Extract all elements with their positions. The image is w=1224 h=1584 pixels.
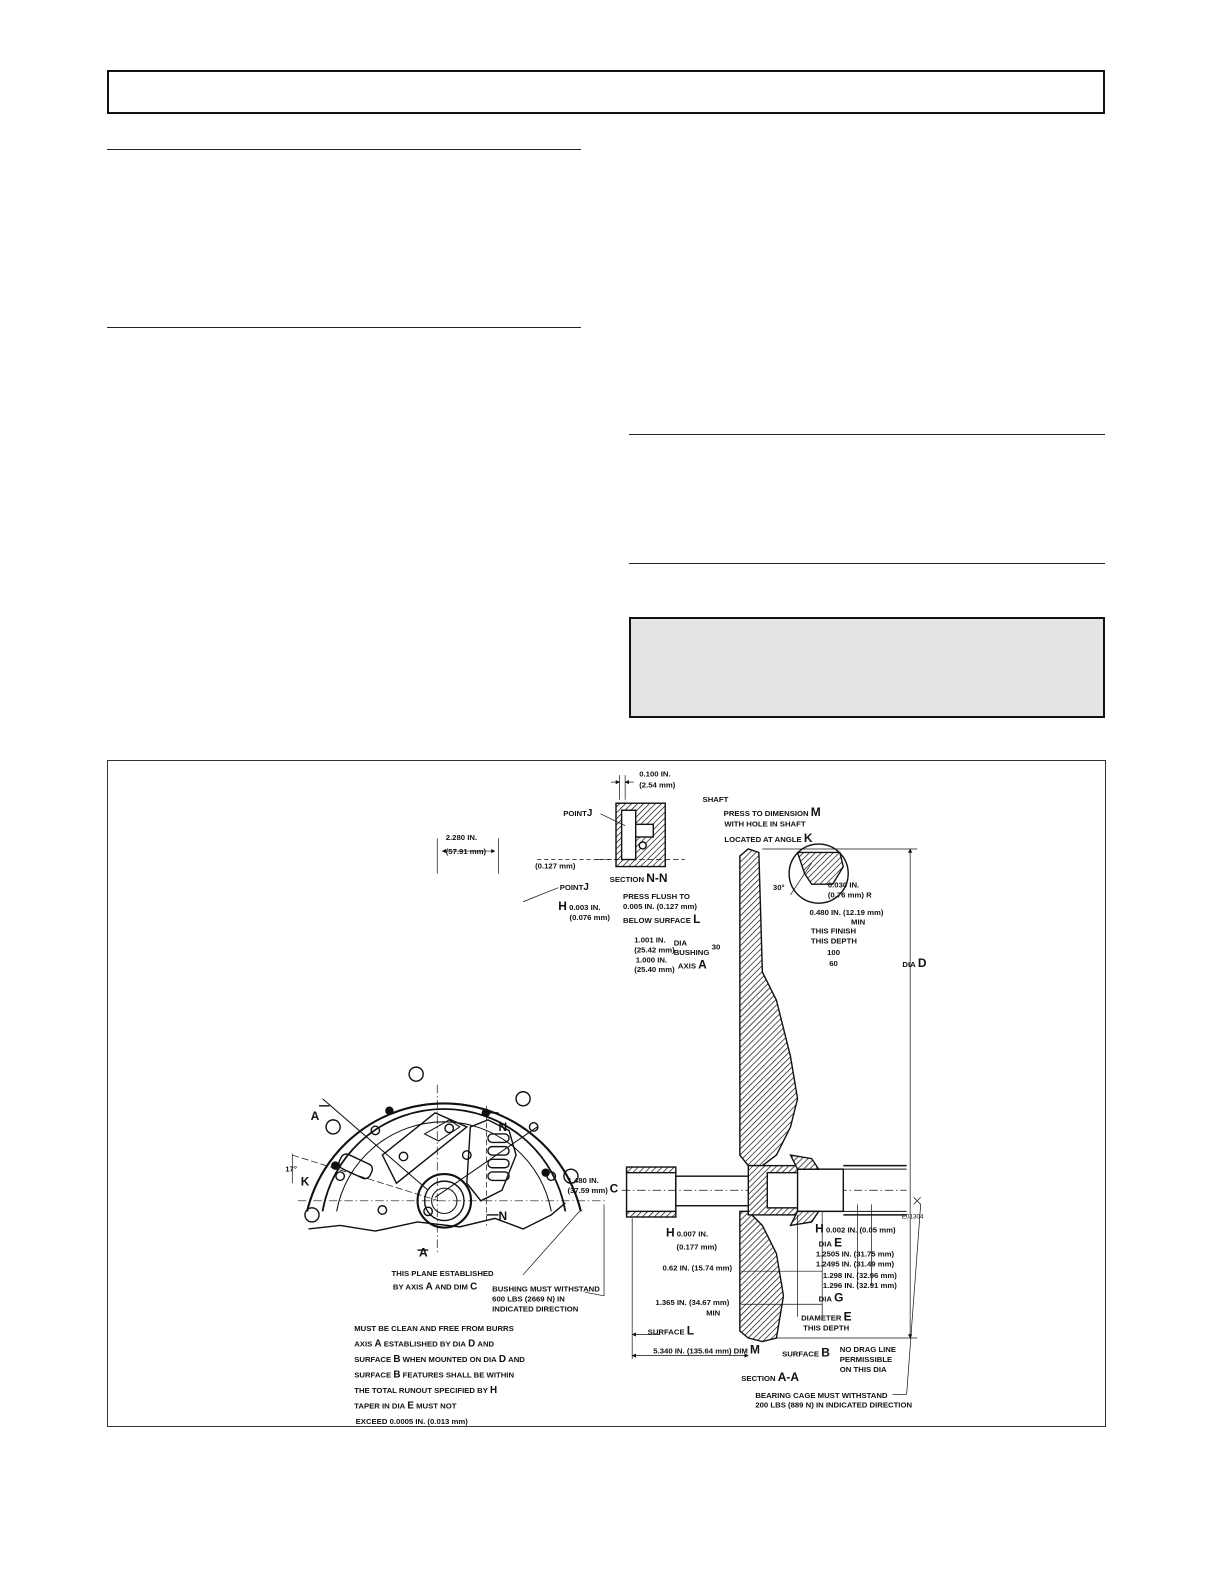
permissible-label: PERMISSIBLE: [840, 1355, 892, 1364]
note-line-6: TAPER IN DIA E MUST NOT: [354, 1400, 457, 1411]
h-0003-label: H 0.003 IN.: [558, 899, 600, 913]
dim-1480-label: 1.480 IN.: [567, 1176, 598, 1185]
min-label: MIN: [851, 917, 866, 926]
note-line-3: SURFACE B WHEN MOUNTED ON DIA D AND: [354, 1354, 525, 1365]
surface-l-label: SURFACE L: [648, 1324, 694, 1338]
section-rule: [107, 149, 581, 150]
note-line-4: SURFACE B FEATURES SHALL BE WITHIN: [354, 1369, 514, 1380]
h-0076-label: (0.076 mm): [570, 913, 611, 922]
section-rule: [629, 563, 1105, 564]
dim-0480-label: 0.480 IN. (12.19 mm): [810, 908, 884, 917]
dia-g-label: DIA G: [819, 1290, 844, 1304]
dim-5340-label: 5.340 IN. (135.64 mm) DIM M: [653, 1343, 760, 1357]
dim-1298-label: 1.298 IN. (32.96 mm): [823, 1271, 897, 1280]
note-line-7: EXCEED 0.0005 IN. (0.013 mm): [356, 1417, 469, 1426]
angle-17-label: 17°: [285, 1164, 297, 1173]
axis-a-label: AXIS A: [678, 958, 707, 972]
section-rule: [629, 434, 1105, 435]
dim-3759-label: (37.59 mm): [567, 1186, 608, 1195]
finish-60-label: 60: [829, 959, 838, 968]
h-0177-label: (0.177 mm): [677, 1242, 718, 1251]
dim-254-label: (2.54 mm): [639, 781, 676, 790]
press-flush-val-label: 0.005 IN. (0.127 mm): [623, 902, 697, 911]
figure-id-label: E01304: [902, 1213, 924, 1220]
dia-e-label: DIA E: [819, 1236, 842, 1250]
dim-2540-label: (25.40 mm): [634, 965, 675, 974]
on-this-dia-label: ON THIS DIA: [840, 1365, 887, 1374]
section-n-marker-top: N: [498, 1120, 507, 1134]
surface-b-label: SURFACE B: [782, 1345, 830, 1359]
indicated-direction-label: INDICATED DIRECTION: [492, 1304, 579, 1313]
left-labels: 2.280 IN. (57.91 mm) A A N N 17° K 1.480…: [285, 833, 636, 1313]
dim-1000-label: 1.000 IN.: [636, 955, 667, 964]
bushing-label: BUSHING: [674, 948, 710, 957]
section-a-marker-top: A: [311, 1109, 320, 1123]
section-nn-label: SECTION N-N: [610, 871, 668, 885]
section-aa-view: [621, 843, 921, 1360]
k-label-left: K: [301, 1174, 310, 1188]
section-aa-labels: SHAFT PRESS TO DIMENSION M WITH HOLE IN …: [634, 795, 927, 1410]
located-angle-label: LOCATED AT ANGLE K: [724, 831, 813, 845]
section-nn-labels: 0.100 IN. (2.54 mm) POINTJ SECTION N-N P…: [522, 769, 700, 926]
press-flush-label: PRESS FLUSH TO: [623, 892, 690, 901]
page-header-box: [107, 70, 1105, 114]
dim-12495-label: 1.2495 IN. (31.49 mm): [816, 1259, 895, 1268]
dim-c-label: C: [610, 1181, 619, 1195]
note-box: [629, 617, 1105, 718]
section-rule: [107, 327, 581, 328]
dim-2542-label: (25.42 mm): [634, 945, 675, 954]
section-a-marker-bottom: A: [419, 1245, 428, 1259]
figure-frame: 2.280 IN. (57.91 mm) A A N N 17° K 1.480…: [107, 760, 1106, 1427]
dia-d-label: DIA D: [902, 956, 926, 970]
section-nn-view: [597, 775, 685, 868]
dim-1001-label: 1.001 IN.: [634, 936, 665, 945]
technical-drawing: 2.280 IN. (57.91 mm) A A N N 17° K 1.480…: [285, 769, 927, 1426]
dim-0030-label: 0.030 IN.: [828, 881, 859, 890]
diameter-e-label: DIAMETER E: [801, 1309, 852, 1323]
h-0007-label: H 0.007 IN.: [666, 1226, 708, 1240]
angle-30-label: 30°: [773, 883, 785, 892]
bushing-withstand-label: BUSHING MUST WITHSTAND: [492, 1285, 600, 1294]
notes-block: MUST BE CLEAN AND FREE FROM BURRS AXIS A…: [354, 1324, 525, 1426]
finish-100-label: 100: [827, 948, 840, 957]
dim-0127-top-label: (0.127 mm): [535, 862, 576, 871]
by-axis-label: BY AXIS A AND DIM C: [393, 1281, 477, 1292]
finish-30-label: 30: [712, 943, 721, 952]
this-depth2-label: THIS DEPTH: [803, 1323, 849, 1332]
bearing-200-label: 200 LBS (889 N) IN INDICATED DIRECTION: [755, 1401, 912, 1410]
point-j-top-label: POINTJ: [563, 808, 592, 819]
dim-0100-label: 0.100 IN.: [639, 769, 670, 778]
press-to-dim-label: PRESS TO DIMENSION M: [724, 805, 821, 819]
dim-076r-label: (0.76 mm) R: [828, 891, 872, 900]
this-plane-label: THIS PLANE ESTABLISHED: [392, 1269, 495, 1278]
note-line-5: THE TOTAL RUNOUT SPECIFIED BY H: [354, 1385, 497, 1396]
note-line-2: AXIS A ESTABLISHED BY DIA D AND: [354, 1338, 494, 1349]
h-0002-label: H 0.002 IN. (0.05 mm): [815, 1221, 896, 1235]
this-finish-label: THIS FINISH: [811, 926, 857, 935]
section-n-marker-bottom: N: [498, 1209, 507, 1223]
pump-front-view: [291, 838, 608, 1254]
min2-label: MIN: [706, 1309, 721, 1318]
section-aa-label: SECTION A-A: [741, 1370, 799, 1384]
point-j-mid-label: POINTJ: [560, 882, 589, 893]
dia-bushing-label: DIA: [674, 938, 688, 947]
note-line-1: MUST BE CLEAN AND FREE FROM BURRS: [354, 1324, 514, 1333]
below-surface-label: BELOW SURFACE L: [623, 912, 700, 926]
no-drag-label: NO DRAG LINE: [840, 1345, 896, 1354]
bushing-600-label: 600 LBS (2669 N) IN: [492, 1294, 565, 1303]
shaft-label: SHAFT: [703, 795, 729, 804]
bearing-cage-label: BEARING CAGE MUST WITHSTAND: [755, 1391, 888, 1400]
dim-062-label: 0.62 IN. (15.74 mm): [662, 1263, 732, 1272]
dim-1296-label: 1.296 IN. (32.91 mm): [823, 1281, 897, 1290]
this-depth-label: THIS DEPTH: [811, 936, 857, 945]
dim-5791-label: (57.91 mm): [446, 847, 487, 856]
dim-2280-label: 2.280 IN.: [446, 833, 477, 842]
dim-1365-label: 1.365 IN. (34.67 mm): [655, 1298, 729, 1307]
with-hole-label: WITH HOLE IN SHAFT: [724, 819, 805, 828]
dim-12505-label: 1.2505 IN. (31.75 mm): [816, 1249, 895, 1258]
